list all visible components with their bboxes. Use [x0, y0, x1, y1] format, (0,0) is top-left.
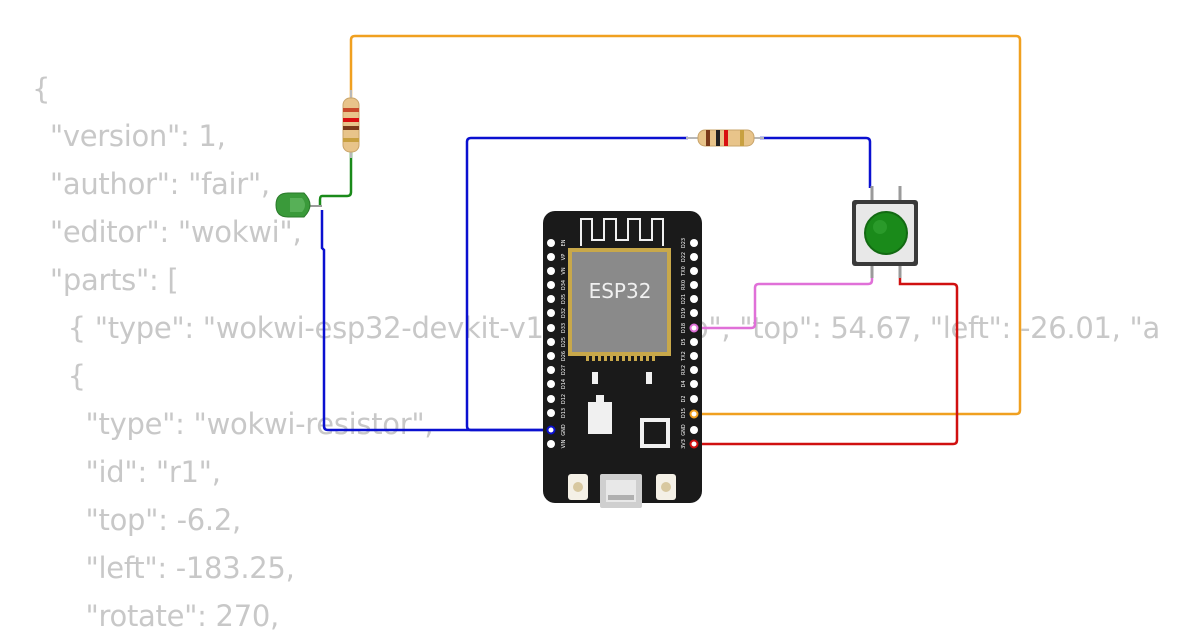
wires: [318, 34, 1022, 446]
json-line: "top": -6.2,: [32, 503, 242, 537]
json-line: "editor": "wokwi",: [32, 215, 302, 249]
pin-label: EN: [561, 239, 567, 246]
json-line: "version": 1,: [32, 119, 226, 153]
json-line: "left": -183.25,: [32, 551, 295, 585]
pin-label: D35: [561, 294, 567, 304]
led-green-icon[interactable]: [275, 192, 322, 218]
resistor-r2-icon[interactable]: [686, 129, 764, 147]
pin-label: VIN: [561, 439, 567, 448]
pin-label: D27: [561, 365, 567, 375]
pin-label: D22: [681, 252, 687, 262]
wire-orange[interactable]: [349, 34, 1022, 416]
pin-label: VN: [561, 267, 567, 274]
resistor-r1-icon[interactable]: [342, 90, 360, 158]
pin-label: RX2: [681, 365, 687, 375]
pushbutton-icon[interactable]: [852, 186, 918, 278]
pin-label: D32: [561, 308, 567, 318]
pin-label: 3V3: [681, 439, 687, 449]
pin-label: D15: [681, 408, 687, 418]
pin-label: RX0: [681, 280, 687, 290]
pin-label: D18: [681, 323, 687, 333]
json-line: "rotate": 270,: [32, 599, 280, 633]
pin-label: D13: [561, 408, 567, 418]
pin-label: VP: [561, 254, 567, 260]
pin-label: D25: [561, 337, 567, 347]
wire-green[interactable]: [318, 150, 353, 206]
json-line: {: [32, 72, 51, 106]
json-line: "parts": [: [32, 263, 179, 297]
wire-pink[interactable]: [694, 270, 874, 330]
json-line: { "type": "wokwi-esp32-devkit-v1", "id":…: [67, 311, 1161, 345]
json-line: "type": "wokwi-resistor",: [32, 407, 434, 441]
pin-label: D14: [561, 379, 567, 389]
json-line: "author": "fair",: [32, 167, 270, 201]
esp32-devkit-icon[interactable]: ESP32: [543, 211, 702, 508]
pin-label: GND: [681, 424, 687, 436]
pin-label: D5: [681, 338, 687, 345]
json-line: "id": "r1",: [32, 455, 221, 489]
wire-blue-led[interactable]: [320, 210, 551, 432]
pin-label: D34: [561, 280, 567, 290]
pin-label: D2: [681, 395, 687, 402]
pin-label: TX0: [681, 266, 687, 277]
pin-label: D33: [561, 323, 567, 333]
wire-red[interactable]: [694, 270, 959, 446]
pin-label: D12: [561, 394, 567, 404]
pin-label: D23: [681, 238, 687, 248]
chip-label: ESP32: [589, 279, 652, 303]
pin-label: D21: [681, 294, 687, 304]
json-line: {: [32, 359, 86, 393]
pin-label: TX2: [681, 351, 687, 362]
pin-label: D26: [561, 351, 567, 361]
pin-label: GND: [561, 424, 567, 436]
pin-label: D4: [681, 380, 687, 387]
wire-blue-button[interactable]: [465, 136, 872, 432]
pin-label: D19: [681, 308, 687, 318]
